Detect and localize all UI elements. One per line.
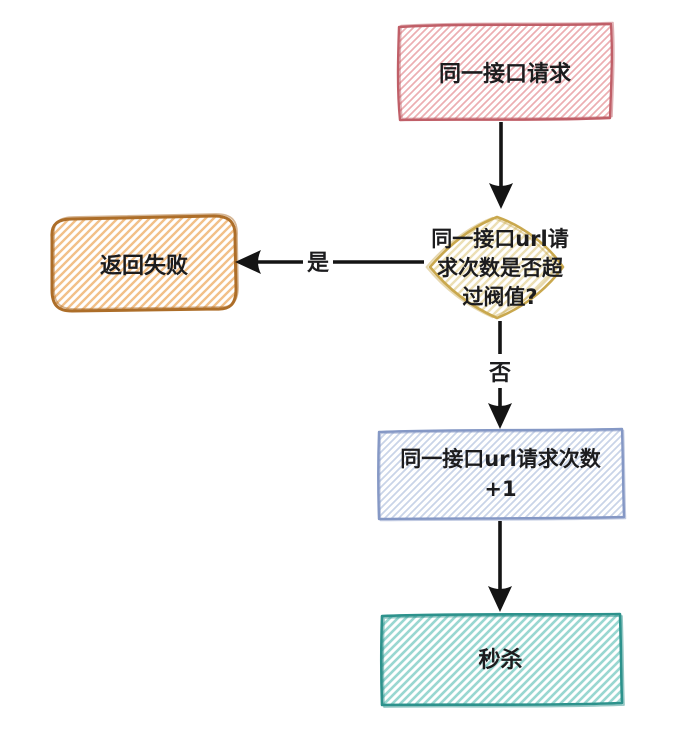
- arrow-down-head-icon: [488, 403, 512, 429]
- decision-node-sketch-echo: [425, 216, 559, 319]
- arrow-decision-to-fail: [235, 250, 424, 274]
- arrow-down-head-icon: [489, 183, 513, 209]
- increment-node-sketch-echo: [379, 429, 627, 522]
- arrow-increment-to-seckill: [488, 521, 512, 612]
- arrow-start-to-decision: [489, 122, 513, 209]
- arrow-left-head-icon: [235, 250, 261, 274]
- fail-node-shape: [50, 214, 238, 313]
- start-node-shape: [396, 22, 614, 122]
- seckill-node-sketch-echo: [382, 615, 625, 708]
- seckill-node-shape: [379, 612, 624, 707]
- start-node-sketch-echo: [399, 21, 615, 120]
- decision-node-shape: [428, 215, 565, 320]
- increment-node-shape: [377, 427, 626, 521]
- arrow-decision-to-increment: [488, 321, 512, 429]
- fail-node-sketch-echo: [53, 213, 239, 310]
- arrow-down-head-icon: [488, 586, 512, 612]
